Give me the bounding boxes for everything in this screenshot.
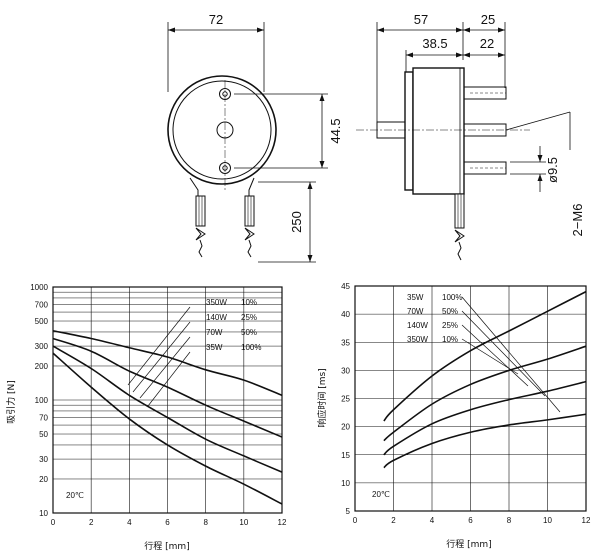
- y-tick-label: 500: [35, 317, 49, 326]
- x-tick-label: 10: [239, 518, 248, 527]
- legend-leader-line: [147, 351, 191, 407]
- x-tick-label: 0: [51, 518, 56, 527]
- series-line-1: [383, 345, 587, 442]
- legend-duty-3: 100%: [241, 343, 261, 352]
- y-tick-label: 1000: [30, 283, 48, 292]
- legend-duty-2: 50%: [241, 328, 257, 337]
- y-tick-label: 100: [35, 396, 49, 405]
- y-tick-label: 20: [39, 475, 48, 484]
- y-tick-label: 50: [39, 430, 48, 439]
- y-tick-label: 40: [341, 310, 350, 319]
- series-line-1: [52, 337, 283, 438]
- y-tick-label: 10: [39, 509, 48, 518]
- legend-duty-3: 10%: [442, 335, 458, 344]
- dim-side-body: 38.5: [422, 36, 447, 51]
- legend-leader-line: [127, 306, 191, 386]
- y-tick-label: 5: [346, 507, 351, 516]
- series-line-0: [52, 329, 283, 397]
- force-chart-ylabel: 吸引力 [N]: [5, 380, 17, 424]
- response-chart: 0 2 4 6 8 10 12 5 10 15 20 25 30 35 40 45 35W 100% 70W 50%…: [316, 282, 591, 550]
- legend-leader-line: [461, 338, 519, 375]
- y-tick-label: 30: [341, 366, 350, 375]
- response-chart-xlabel: 行程 [mm]: [446, 538, 491, 550]
- y-tick-label: 30: [39, 455, 48, 464]
- y-tick-label: 200: [35, 362, 49, 371]
- legend-duty-0: 100%: [442, 293, 462, 302]
- dim-front-height: 44.5: [328, 118, 343, 143]
- y-tick-label: 25: [341, 395, 350, 404]
- y-tick-label: 70: [39, 414, 48, 423]
- legend-duty-0: 10%: [241, 298, 257, 307]
- legend-duty-1: 50%: [442, 307, 458, 316]
- force-chart-xlabel: 行程 [mm]: [144, 540, 189, 552]
- y-tick-label: 700: [35, 301, 49, 310]
- legend-leader-line: [461, 310, 546, 397]
- x-tick-label: 0: [353, 516, 358, 525]
- dim-side-diameter: ø9.5: [545, 157, 560, 183]
- legend-power-3: 35W: [206, 343, 223, 352]
- y-tick-label: 20: [341, 423, 350, 432]
- series-line-2: [52, 345, 283, 473]
- y-tick-label: 15: [341, 451, 350, 460]
- dim-side-total: 57: [414, 12, 428, 27]
- legend-leader-line: [139, 336, 191, 399]
- dim-side-shaft: 25: [481, 12, 495, 27]
- legend-leader-line: [461, 296, 561, 413]
- legend-duty-2: 25%: [442, 321, 458, 330]
- series-line-3: [383, 413, 587, 469]
- x-tick-label: 12: [582, 516, 591, 525]
- dim-front-width: 72: [209, 12, 223, 27]
- dim-side-stud: 22: [480, 36, 494, 51]
- series-line-3: [52, 352, 283, 505]
- response-chart-ylabel: 响应时间 [ms]: [316, 368, 328, 427]
- response-chart-note: 20℃: [372, 490, 390, 499]
- legend-power-2: 140W: [407, 321, 428, 330]
- y-tick-label: 10: [341, 479, 350, 488]
- legend-duty-1: 25%: [241, 313, 257, 322]
- force-chart: 0 2 4 6 8 10 12 10 20 30 50 70 100 200 300 500 700 1000 3…: [5, 283, 287, 552]
- x-tick-label: 6: [468, 516, 473, 525]
- dim-side-thread: 2−M6: [570, 204, 585, 237]
- x-tick-label: 8: [203, 518, 208, 527]
- series-line-0: [383, 290, 587, 422]
- force-chart-note: 20℃: [66, 491, 84, 500]
- legend-power-3: 350W: [407, 335, 428, 344]
- legend-power-2: 70W: [206, 328, 223, 337]
- legend-power-0: 35W: [407, 293, 424, 302]
- legend-power-1: 140W: [206, 313, 227, 322]
- x-tick-label: 2: [391, 516, 396, 525]
- legend-power-0: 350W: [206, 298, 227, 307]
- legend-leader-line: [461, 324, 529, 387]
- x-tick-label: 12: [278, 518, 287, 527]
- x-tick-label: 4: [127, 518, 132, 527]
- legend-leader-line: [132, 321, 191, 393]
- x-tick-label: 4: [430, 516, 435, 525]
- x-tick-label: 8: [507, 516, 512, 525]
- y-tick-label: 45: [341, 282, 350, 291]
- x-tick-label: 10: [543, 516, 552, 525]
- y-tick-label: 35: [341, 338, 350, 347]
- legend-power-1: 70W: [407, 307, 424, 316]
- y-tick-label: 300: [35, 342, 49, 351]
- front-view: [167, 22, 328, 263]
- series-line-2: [383, 380, 587, 456]
- x-tick-label: 6: [165, 518, 170, 527]
- side-view: [356, 22, 571, 261]
- x-tick-label: 2: [89, 518, 94, 527]
- dim-lead-length: 250: [289, 211, 304, 233]
